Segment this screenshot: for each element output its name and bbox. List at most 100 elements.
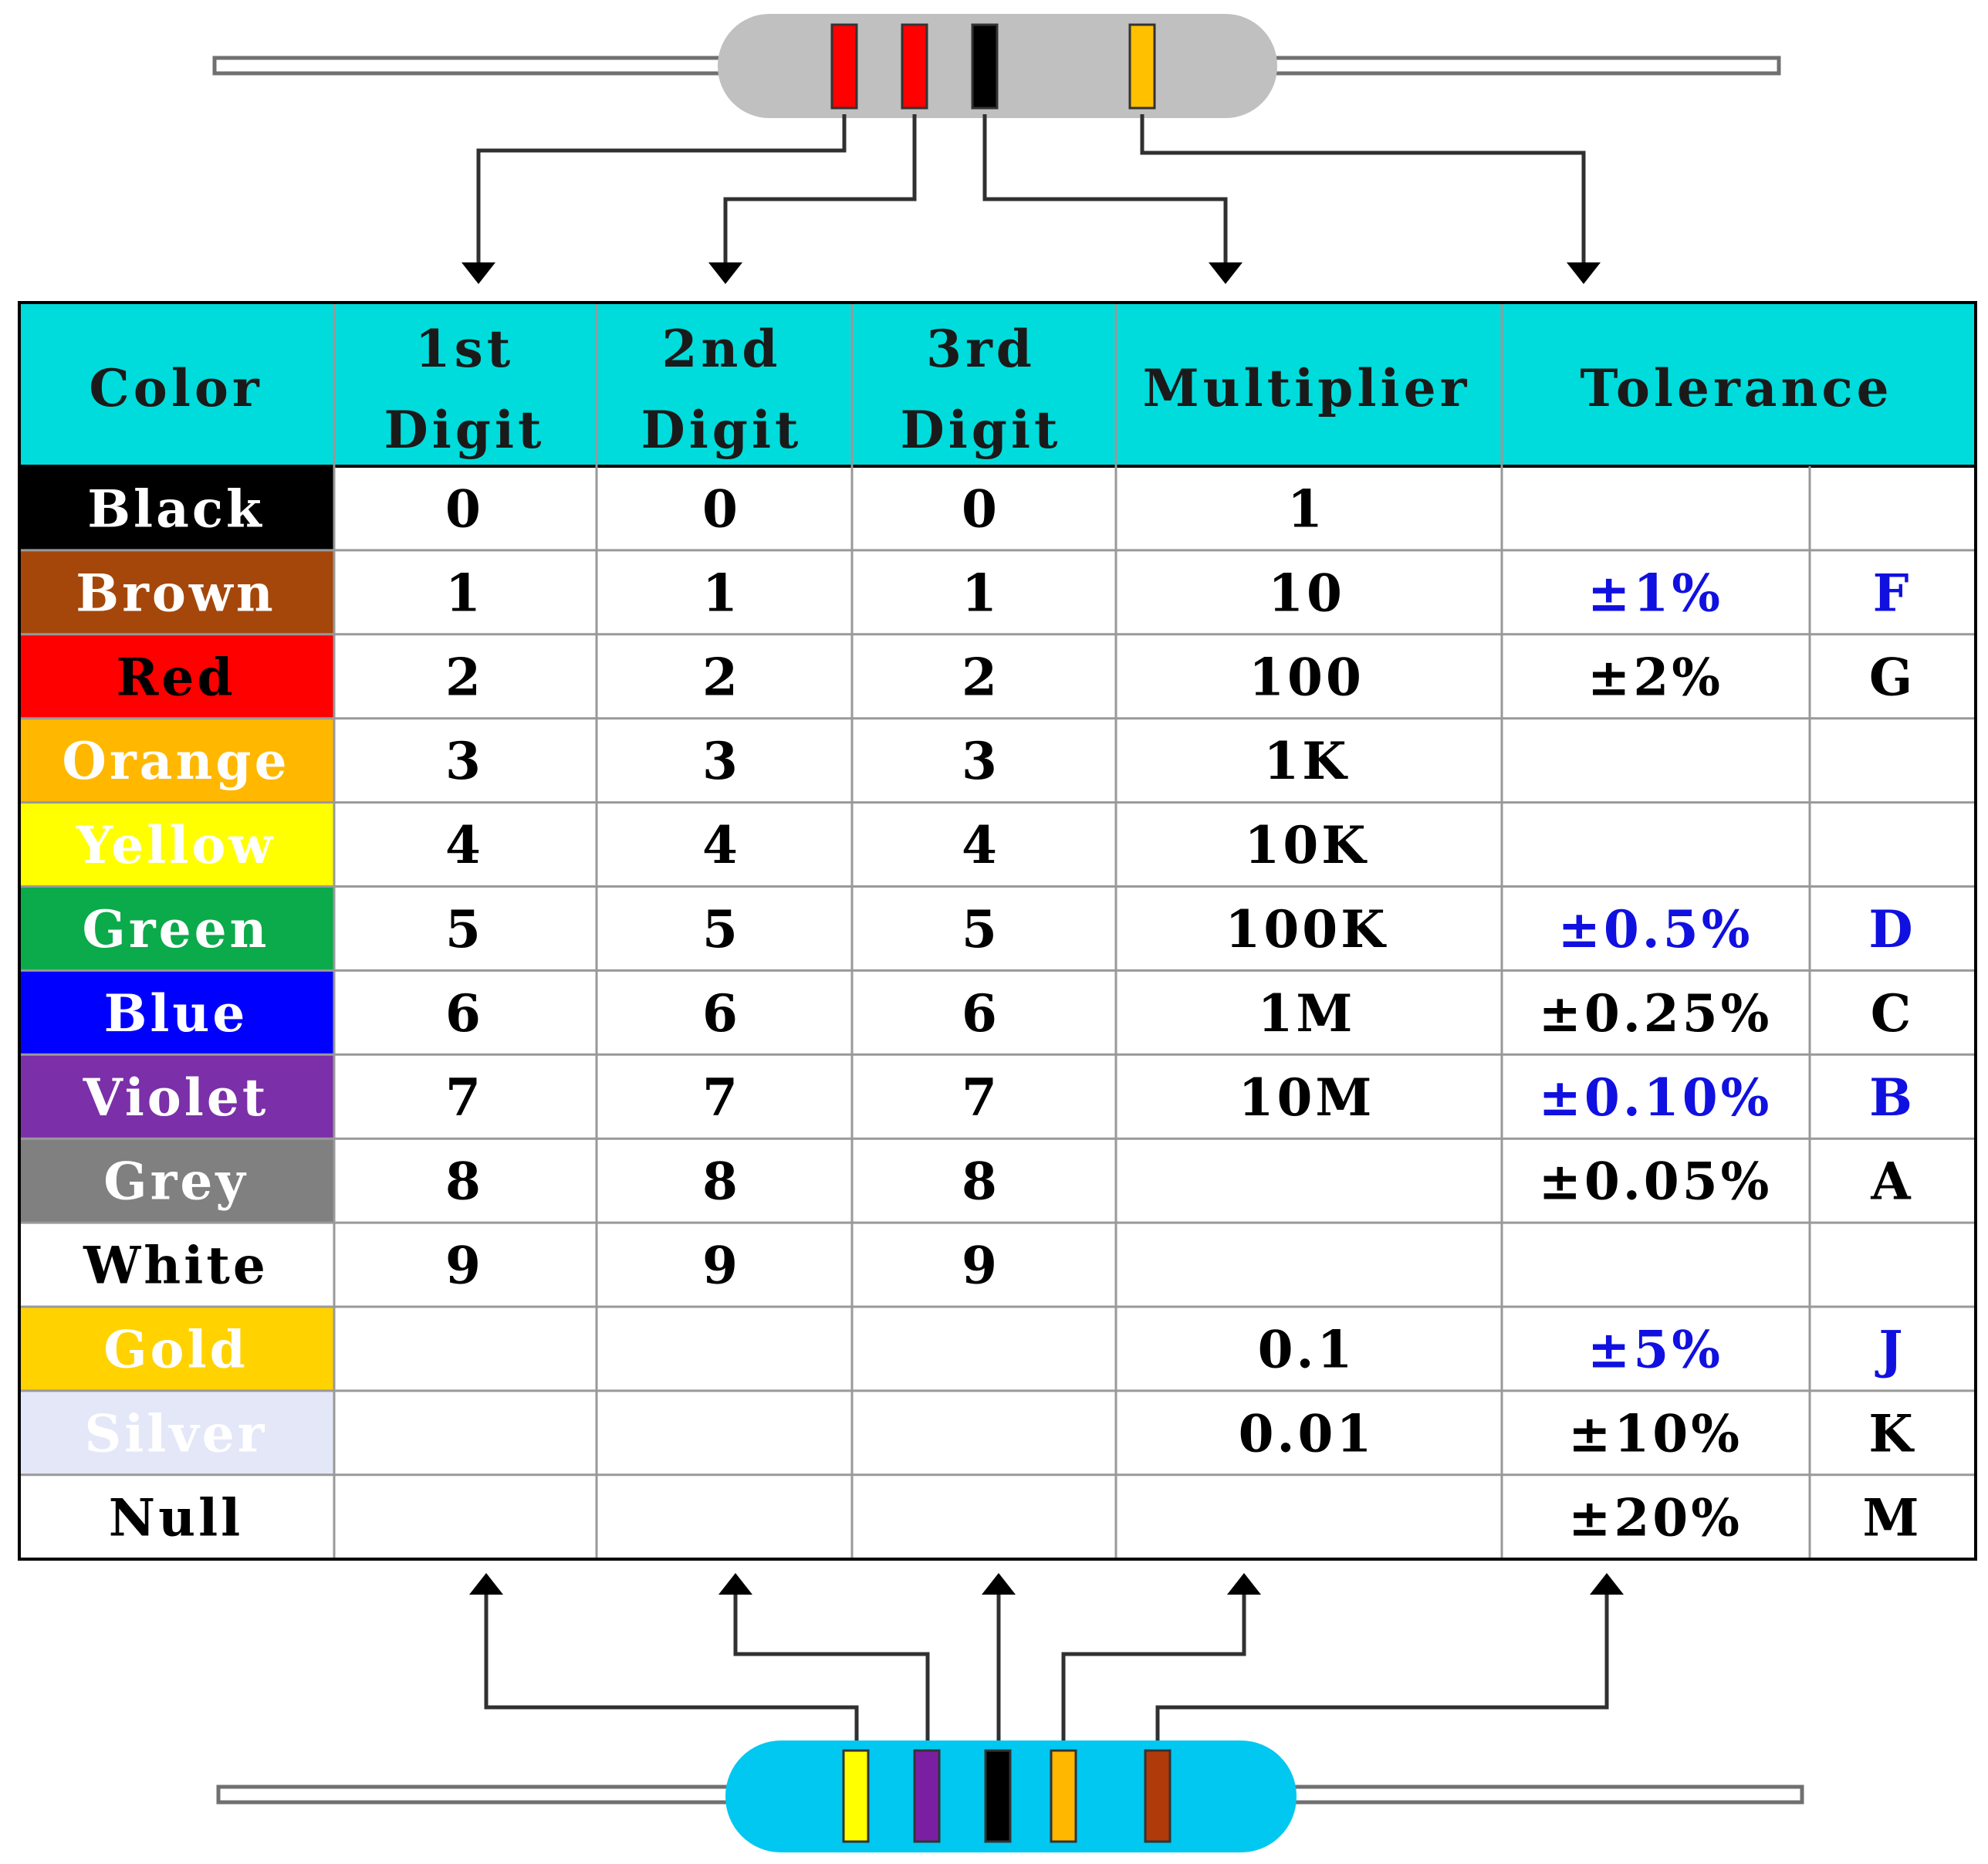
digit1-value: 6 [445,983,484,1044]
connector-band3-to-multiplier [982,114,1228,266]
tolerance-code: F [1873,563,1912,623]
arrow-up-icon [982,1573,1016,1595]
multiplier-value: 10K [1244,815,1368,875]
tolerance-code: D [1868,899,1915,959]
digit1-value: 5 [445,899,484,959]
color-swatch-cell [19,886,334,971]
header-tolerance: Tolerance [1580,358,1892,418]
top-arrowheads [462,262,1601,284]
tolerance-code: B [1869,1067,1915,1128]
digit2-value: 4 [702,815,741,875]
digit1-value: 4 [445,815,484,875]
multiplier-value: 1M [1258,983,1356,1044]
top-resistor-band-3 [971,23,999,110]
digit2-value: 9 [702,1236,741,1296]
color-swatch-cell [19,1474,334,1559]
color-name-label: Violet [83,1067,269,1128]
tolerance-code: M [1862,1487,1922,1548]
connector-band4-to-tolerance [1140,114,1586,266]
digit3-value: 8 [962,1152,1000,1212]
digit3-value: 5 [962,899,1000,959]
digit1-value: 9 [445,1236,484,1296]
header-digit2-line2: Digit [641,400,802,460]
arrow-down-icon [1567,262,1601,284]
multiplier-value: 10M [1239,1067,1375,1128]
color-code-table: Color 1st Digit 2nd Digit 3rd Digit Mult… [18,301,1977,1561]
connector-band1-to-digit1 [476,114,847,266]
digit1-value: 2 [445,647,484,707]
digit1-value: 3 [445,731,484,791]
bottom-resistor-lead-right [1283,1785,1804,1805]
header-digit1-line2: Digit [384,400,545,460]
multiplier-value: 0.01 [1239,1403,1375,1463]
arrow-up-icon [718,1573,752,1595]
digit3-value: 3 [962,731,1000,791]
digit3-value: 7 [962,1067,1000,1128]
multiplier-value: 10 [1268,563,1345,623]
color-swatch-cell [19,1390,334,1475]
color-name-label: Orange [62,731,289,791]
top-resistor [212,14,1781,118]
multiplier-value: 0.1 [1258,1319,1356,1379]
color-swatch-cell [19,550,334,634]
color-name-label: Brown [76,563,276,623]
color-name-label: Grey [103,1152,248,1212]
tolerance-value: ±5% [1587,1319,1723,1379]
connector-band2-to-digit2 [723,114,917,266]
tolerance-value: ±0.25% [1539,983,1773,1044]
color-swatch-cell [19,1223,334,1307]
bottom-resistor-band-4 [1050,1749,1077,1843]
digit2-value: 1 [702,563,741,623]
digit3-value: 2 [962,647,1000,707]
digit2-value: 8 [702,1152,741,1212]
color-swatch-cell [19,466,334,550]
multiplier-value: 100 [1249,647,1364,707]
color-swatch-cell [19,970,334,1055]
color-name-label: Silver [85,1403,268,1463]
digit1-value: 7 [445,1067,484,1128]
arrow-down-icon [708,262,742,284]
bottom-resistor-lead-left [216,1785,738,1805]
header-digit1-line1: 1st [415,319,515,379]
color-swatch-cell [19,1054,334,1139]
multiplier-value: 1K [1263,731,1349,791]
top-resistor-lead-right [1263,56,1781,76]
digit2-value: 2 [702,647,741,707]
arrow-up-icon [1590,1573,1624,1595]
tolerance-value: ±0.05% [1539,1152,1773,1212]
table-grid [19,303,1976,1559]
header-color: Color [89,358,262,418]
tolerance-code: J [1875,1319,1905,1379]
digit3-value: 0 [962,479,1000,539]
top-resistor-band-4 [1128,23,1156,110]
tolerance-value: ±2% [1587,647,1723,707]
connector-band4-to-multiplier [1061,1590,1246,1751]
bottom-resistor-band-1 [842,1749,870,1843]
tolerance-value: ±1% [1587,563,1723,623]
header-digit3-line1: 3rd [926,319,1036,379]
digit3-value: 9 [962,1236,1000,1296]
arrow-down-icon [462,262,495,284]
color-swatch-cell [19,718,334,803]
arrow-up-icon [469,1573,503,1595]
color-name-label: Yellow [76,815,276,875]
color-swatch-cell [19,1307,334,1391]
digit1-value: 0 [445,479,484,539]
bottom-connectors [484,1590,1609,1751]
bottom-resistor-band-2 [913,1749,941,1843]
header-multiplier: Multiplier [1143,358,1471,418]
tolerance-value: ±20% [1568,1487,1743,1548]
digit2-value: 3 [702,731,741,791]
tolerance-value: ±0.5% [1558,899,1753,959]
bottom-resistor [216,1741,1804,1852]
connector-band1-to-digit1 [484,1590,859,1751]
color-name-label: Gold [103,1319,248,1379]
color-name-label: Blue [104,983,248,1044]
color-swatch-cell [19,1138,334,1223]
connector-band2-to-digit2 [733,1590,930,1751]
tolerance-code: A [1870,1152,1913,1212]
color-name-label: Black [87,479,265,539]
color-name-label: Null [109,1487,243,1548]
